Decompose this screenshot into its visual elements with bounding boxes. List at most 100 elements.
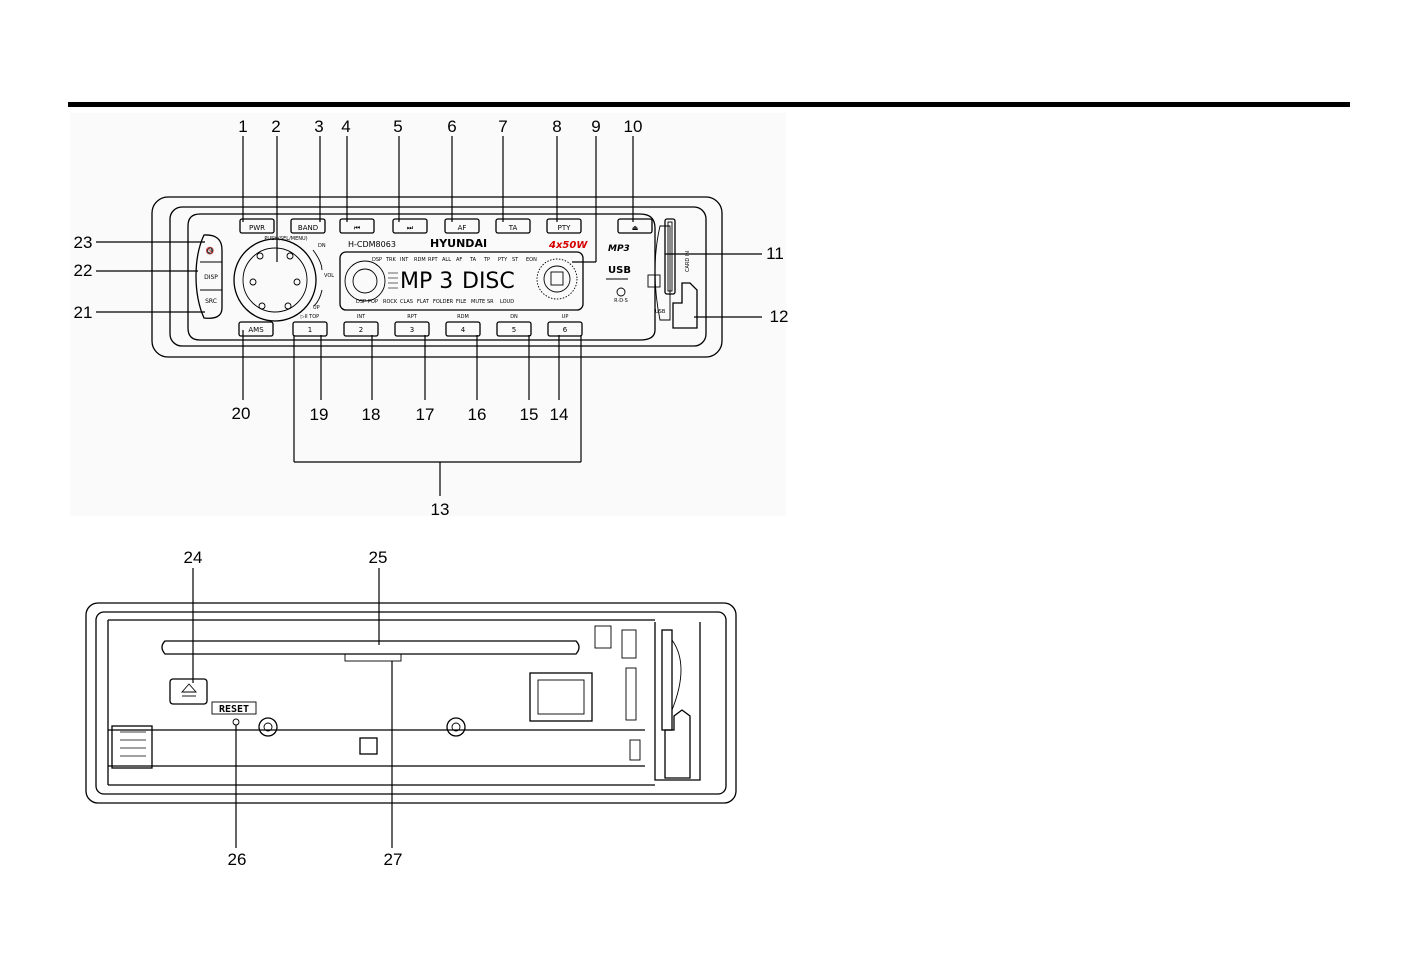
- display-indicator: ALL: [442, 257, 451, 263]
- volume-knob[interactable]: PUSH(SEL/MENU) DN VOL UP: [233, 236, 334, 322]
- pwr-button-label: PWR: [249, 224, 265, 232]
- display-indicator: ST: [512, 257, 519, 263]
- usb-port[interactable]: [672, 282, 698, 329]
- p5-button[interactable]: 5DN: [496, 314, 532, 337]
- display-indicator: FILE: [456, 299, 466, 305]
- next-button-label: ⏭: [407, 224, 414, 232]
- callout-3: 3: [314, 117, 323, 136]
- display-indicator: INT: [400, 257, 409, 263]
- display-main-2: DISC: [462, 269, 515, 294]
- p4-button[interactable]: 4 RDM: [445, 314, 481, 337]
- p2-button-sublabel: INT: [357, 314, 366, 320]
- model-text: H-CDM8063: [348, 240, 396, 249]
- callout-17: 17: [416, 405, 435, 424]
- callout-23: 23: [74, 233, 93, 252]
- callout-15: 15: [520, 405, 539, 424]
- screw-left: [258, 717, 278, 737]
- callout-26: 26: [228, 850, 247, 869]
- card-in-label: CARD IN: [685, 251, 691, 272]
- callout-4: 4: [341, 117, 350, 136]
- prev-button-label: ⏮: [354, 224, 360, 232]
- display-indicator: FLAT: [417, 299, 430, 305]
- p6-button-label: 6: [563, 326, 568, 334]
- p4-button-sublabel: RDM: [457, 314, 469, 320]
- display-indicator: TP: [483, 257, 490, 263]
- slot-tab: [344, 653, 402, 662]
- p6-button[interactable]: 6 UP: [547, 314, 583, 337]
- callout-10: 10: [624, 117, 643, 136]
- ta-button-label: TA: [508, 224, 518, 232]
- center-latch: [359, 737, 378, 755]
- p5-button-label: 5: [512, 326, 516, 334]
- power-text: 4x50W: [548, 240, 588, 251]
- callout-11: 11: [766, 244, 784, 263]
- p1-button-label: 1: [308, 326, 312, 334]
- rear-panel: RESET: [85, 602, 737, 804]
- display-indicator: AF: [456, 257, 462, 263]
- front-leader-lines: [96, 136, 762, 496]
- mechanism-block: [529, 672, 593, 722]
- p3-button-sublabel: RPT: [407, 314, 417, 320]
- eject-button[interactable]: ⏏: [617, 218, 653, 234]
- callout-12: 12: [770, 307, 789, 326]
- left-button-column: 🔇 DISP SRC: [195, 234, 223, 319]
- display-indicator: TA: [469, 257, 477, 263]
- knob-vol-label: VOL: [324, 273, 334, 279]
- ta-button[interactable]: TA: [495, 218, 531, 234]
- cd-slot: [161, 640, 580, 655]
- disp-button-label[interactable]: DISP: [204, 274, 218, 281]
- callout-8: 8: [552, 117, 561, 136]
- usb-logo: USB: [608, 265, 631, 276]
- brand-text: HYUNDAI: [430, 237, 487, 250]
- p1-button[interactable]: 1▷II TOP: [292, 314, 328, 337]
- callout-6: 6: [447, 117, 456, 136]
- card-slot[interactable]: [664, 218, 676, 295]
- af-button-label: AF: [458, 224, 467, 232]
- callout-21: 21: [74, 303, 93, 322]
- display-indicator: TRK: [385, 257, 397, 263]
- eject-button[interactable]: [169, 678, 208, 705]
- pty-button[interactable]: PTY: [546, 218, 582, 234]
- display-indicator: DSP: [372, 257, 382, 263]
- display-indicator: LOUD: [500, 299, 514, 305]
- rear-connector: [111, 725, 153, 769]
- mute-button-label[interactable]: 🔇: [206, 246, 215, 255]
- mp3-logo: MP3: [608, 244, 630, 254]
- next-button[interactable]: ⏭: [392, 218, 428, 234]
- usb-port-label: USB: [655, 309, 666, 315]
- knob-up-label: UP: [313, 305, 320, 311]
- pwr-button[interactable]: PWR: [239, 218, 275, 234]
- callout-1: 1: [238, 117, 247, 136]
- front-panel-figure-bg: [70, 113, 786, 516]
- display-indicator: DSP: [356, 299, 366, 305]
- callout-14: 14: [550, 405, 569, 424]
- reset-label: RESET: [219, 704, 249, 715]
- display-indicator: POP: [368, 299, 378, 305]
- header-rule: [68, 102, 1350, 107]
- screw-right: [446, 717, 466, 737]
- reset-button[interactable]: [232, 718, 240, 726]
- p6-button-sublabel: UP: [562, 314, 569, 320]
- band-button-label: BAND: [298, 224, 318, 232]
- ams-button[interactable]: AMS: [238, 321, 274, 337]
- eject-icon: [181, 683, 197, 693]
- prev-button[interactable]: ⏮: [339, 218, 375, 234]
- eject-button-label: ⏏: [632, 224, 639, 232]
- card-usb-area: CARD IN USB: [647, 218, 698, 329]
- callout-16: 16: [468, 405, 487, 424]
- callout-13: 13: [431, 500, 450, 519]
- callout-18: 18: [362, 405, 381, 424]
- af-button[interactable]: AF: [444, 218, 480, 234]
- rds-logo: R·D·S: [614, 298, 628, 304]
- band-button[interactable]: BAND: [290, 218, 326, 234]
- card-insert-icon: [647, 274, 661, 288]
- p4-button-label: 4: [461, 326, 466, 334]
- src-button-label[interactable]: SRC: [205, 298, 217, 305]
- display-indicator: SR: [487, 299, 494, 305]
- callout-20: 20: [232, 404, 251, 423]
